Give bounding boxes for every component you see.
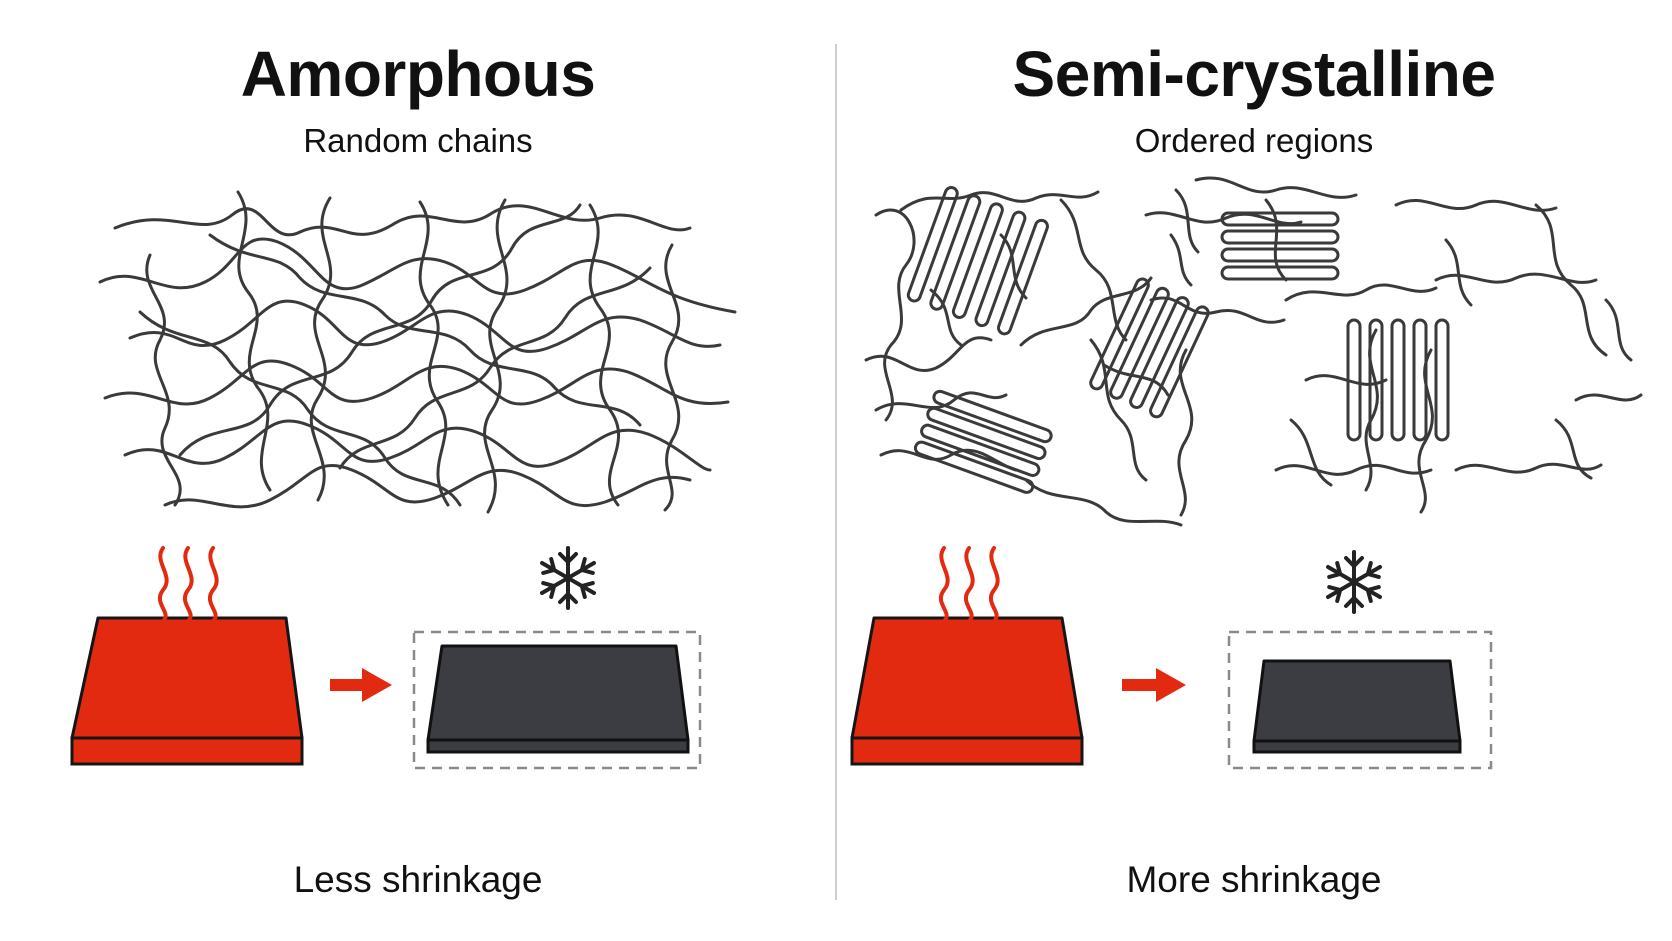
- arrow-right-icon: [1122, 668, 1186, 702]
- heat-waves-icon: [157, 546, 219, 622]
- random-chains: [98, 190, 737, 514]
- crystalline-regions: [906, 186, 1450, 494]
- panel-caption: More shrinkage: [1126, 859, 1382, 900]
- hot-block: [850, 616, 1084, 766]
- panel-title: Semi-crystalline: [1012, 38, 1496, 110]
- mold-outline: [412, 630, 702, 770]
- amorphous-panel: Amorphous Random chains: [70, 38, 737, 900]
- mold-outline: [1227, 630, 1493, 770]
- hot-block: [70, 616, 304, 766]
- panel-subtitle: Ordered regions: [1134, 122, 1374, 159]
- amorphous-illustration: [70, 190, 737, 770]
- panel-divider: [835, 44, 837, 900]
- snowflake-icon: [540, 546, 596, 610]
- heat-waves-icon: [938, 546, 1000, 622]
- panel-subtitle: Random chains: [303, 122, 533, 159]
- panel-title: Amorphous: [240, 38, 596, 110]
- semi-crystalline-panel: Semi-crystalline Ordered regions: [836, 0, 1672, 941]
- cold-block: [426, 644, 690, 754]
- snowflake-icon: [1326, 550, 1382, 614]
- semi-crystalline-illustration: [850, 176, 1643, 770]
- cold-block: [1252, 659, 1462, 754]
- panel-caption: Less shrinkage: [293, 859, 543, 900]
- arrow-right-icon: [330, 668, 392, 702]
